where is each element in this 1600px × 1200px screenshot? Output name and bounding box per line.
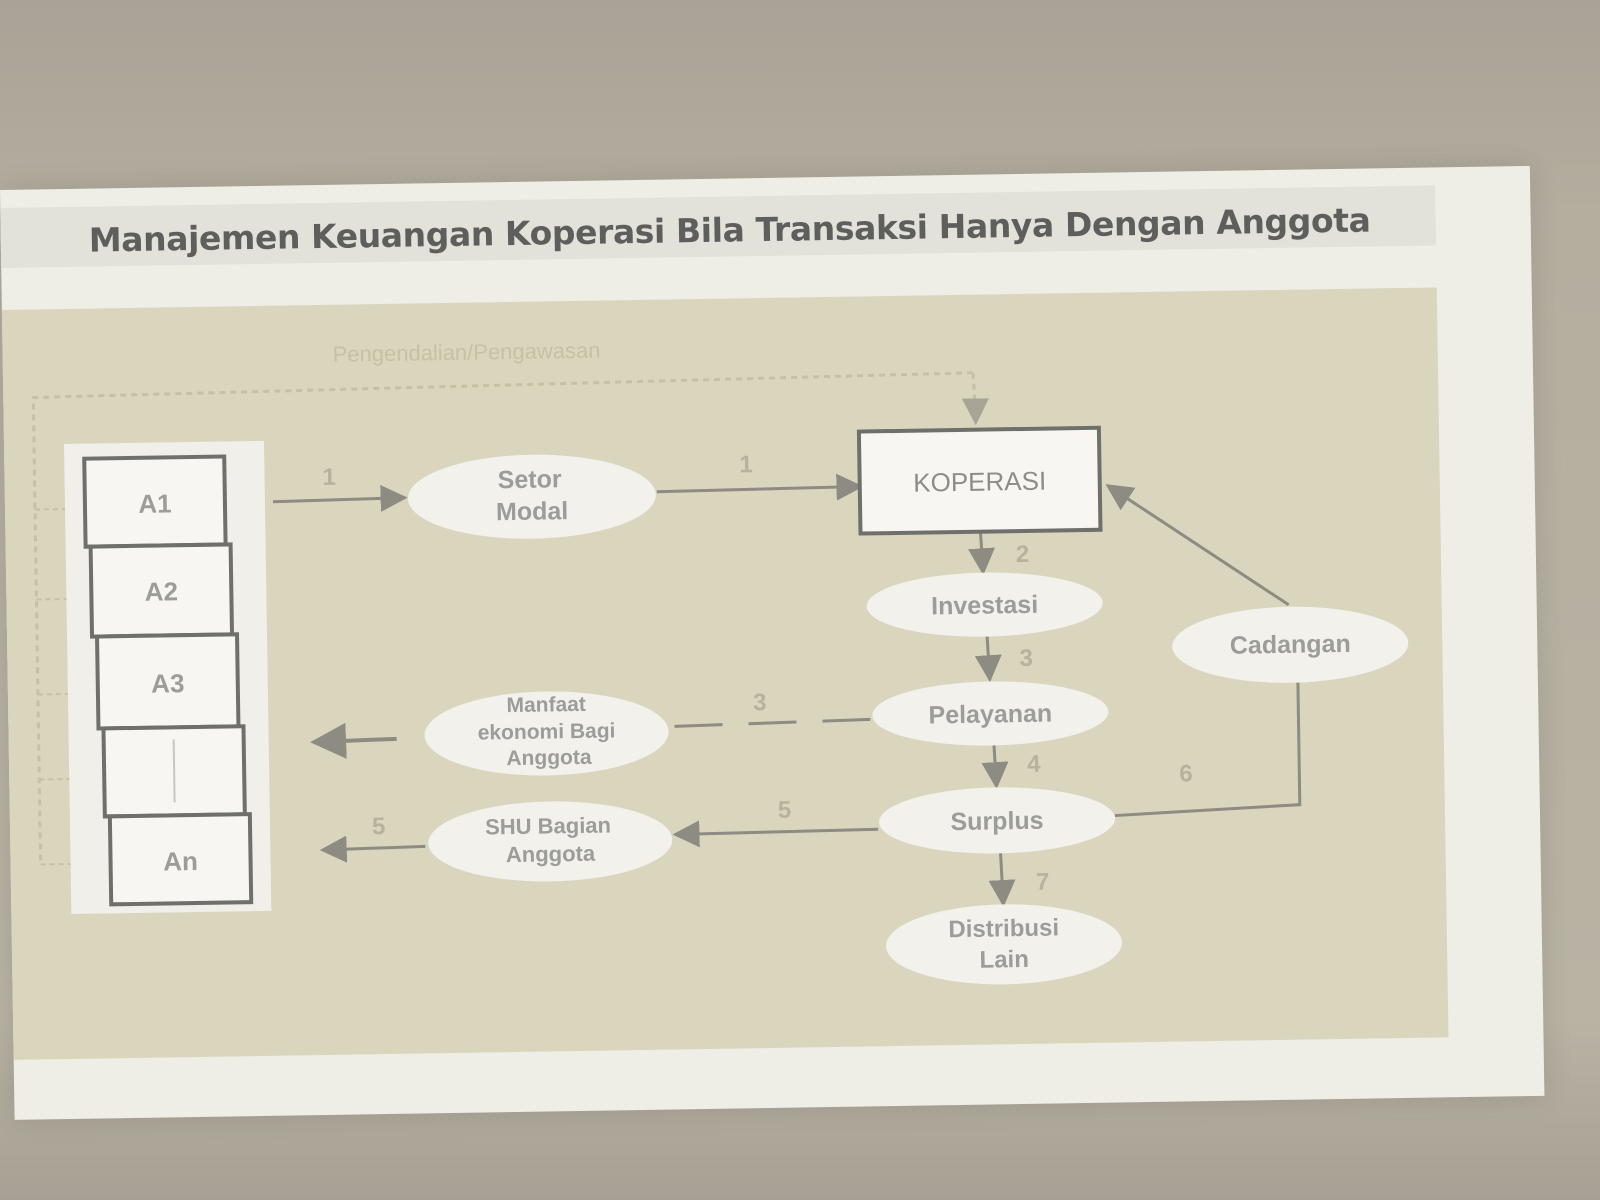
- distribusi-lain-line: Distribusi: [948, 914, 1059, 943]
- arrow-manfaat-to-members: [310, 722, 397, 759]
- member-box-a3: A3: [94, 632, 241, 731]
- setor-modal-node: Setor Modal: [407, 454, 656, 539]
- arrow-shu-to-members: [319, 835, 426, 863]
- step-number: 7: [1036, 869, 1050, 896]
- step-number: 4: [1027, 751, 1041, 778]
- member-label: An: [163, 846, 198, 877]
- distribusi-lain-line: Lain: [979, 946, 1029, 974]
- step-numbers: 1 1 2 3 3 4 5 5 6 7: [322, 451, 1193, 896]
- koperasi-node: KOPERASI: [856, 425, 1103, 536]
- step-number: 5: [372, 813, 386, 840]
- arrow-cadangan-to-koperasi: [1105, 484, 1290, 607]
- manfaat-line: ekonomi Bagi: [478, 719, 616, 744]
- setor-modal-line: Modal: [496, 497, 569, 526]
- surplus-node: Surplus: [879, 787, 1116, 854]
- cadangan-node: Cadangan: [1172, 606, 1409, 683]
- step-number: 1: [739, 451, 753, 478]
- step-number: 3: [1019, 645, 1033, 672]
- member-label: A2: [144, 576, 178, 607]
- investasi-node: Investasi: [866, 572, 1103, 637]
- step-number: 1: [322, 464, 336, 491]
- investasi-label: Investasi: [931, 591, 1038, 621]
- pelayanan-label: Pelayanan: [928, 700, 1052, 730]
- cadangan-label: Cadangan: [1230, 630, 1351, 660]
- control-label: Pengendalian/Pengawasan: [332, 338, 600, 367]
- slide: Manajemen Keuangan Koperasi Bila Transak…: [0, 165, 1545, 1120]
- step-number: 5: [778, 797, 792, 824]
- step-number: 6: [1179, 760, 1193, 787]
- koperasi-label: KOPERASI: [913, 466, 1046, 498]
- member-box-an: An: [107, 812, 254, 907]
- setor-modal-line: Setor: [497, 465, 562, 494]
- manfaat-line: Manfaat: [506, 693, 586, 717]
- arrow-surplus-to-shu: [672, 820, 879, 848]
- arrow-koperasi-to-investasi: [968, 532, 996, 576]
- step-number: 2: [1016, 541, 1030, 568]
- step-number: 3: [753, 689, 767, 716]
- arrows: [272, 473, 1302, 908]
- arrow-investasi-to-pelayanan: [974, 636, 1002, 683]
- flow-diagram: Pengendalian/Pengawasan A1 A2: [31, 338, 1409, 985]
- arrow-setor-to-koperasi: [656, 473, 864, 501]
- shu-line: SHU Bagian: [485, 812, 611, 839]
- pelayanan-node: Pelayanan: [872, 681, 1109, 746]
- line-surplus-to-cadangan: [1114, 681, 1302, 818]
- member-label: A3: [151, 668, 185, 699]
- dashed-pelayanan-to-manfaat: [668, 717, 871, 729]
- shu-line: Anggota: [506, 841, 596, 867]
- manfaat-line: Anggota: [506, 746, 592, 770]
- arrow-surplus-to-distribusi: [988, 852, 1016, 908]
- arrow-members-to-setor: [272, 484, 408, 512]
- shu-node: SHU Bagian Anggota: [428, 801, 673, 882]
- arrow-pelayanan-to-surplus: [981, 742, 1009, 790]
- member-stack: A1 A2 A3 An: [82, 454, 254, 907]
- member-label: A1: [138, 488, 172, 519]
- member-box-ellipsis: [101, 724, 247, 819]
- member-box-a1: A1: [82, 454, 228, 549]
- surplus-label: Surplus: [950, 807, 1044, 836]
- distribusi-lain-node: Distribusi Lain: [885, 904, 1122, 985]
- member-box-a2: A2: [88, 542, 235, 639]
- manfaat-node: Manfaat ekonomi Bagi Anggota: [424, 691, 669, 776]
